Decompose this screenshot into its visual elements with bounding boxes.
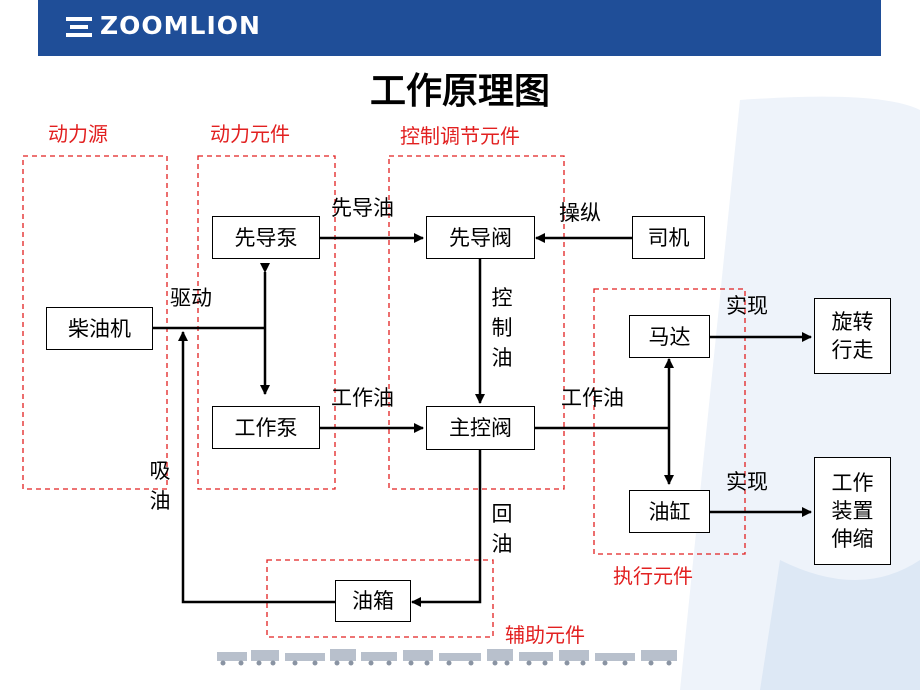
- group-label-power-components: 动力元件: [210, 122, 290, 146]
- node-main-valve: 主控阀: [426, 406, 535, 450]
- edge-label-realize-2: 实现: [726, 470, 768, 494]
- header-bar: ZOOMLION: [38, 0, 881, 56]
- group-actuator-components: [593, 288, 746, 555]
- group-power-source: [22, 155, 168, 490]
- group-label-actuator-components: 执行元件: [613, 564, 693, 588]
- return-oil-arrow: [411, 450, 482, 607]
- edge-label-pilot-oil: 先导油: [331, 196, 394, 220]
- edge-label-realize-1: 实现: [726, 294, 768, 318]
- edge-label-control-oil: 控 制 油: [491, 286, 513, 370]
- node-driver: 司机: [632, 216, 705, 259]
- brand-name: ZOOMLION: [100, 11, 261, 40]
- edge-label-suction-oil: 吸 油: [149, 459, 171, 513]
- node-work-device: 工作 装置 伸缩: [814, 457, 891, 565]
- edge-label-work-oil-1: 工作油: [331, 386, 394, 410]
- zoomlion-logo-icon: [66, 17, 92, 37]
- node-motor: 马达: [629, 315, 710, 358]
- node-pilot-valve: 先导阀: [426, 216, 535, 259]
- page-title: 工作原理图: [369, 71, 550, 112]
- group-auxiliary-components: [266, 559, 494, 638]
- node-oil-tank: 油箱: [335, 580, 411, 622]
- construction-vehicles-strip: [217, 649, 677, 666]
- node-work-pump: 工作泵: [212, 406, 320, 449]
- edge-label-operate: 操纵: [559, 201, 601, 225]
- node-cylinder: 油缸: [629, 490, 710, 533]
- group-control-components: [388, 155, 565, 490]
- group-borders: [22, 155, 746, 638]
- edge-label-work-oil-2: 工作油: [561, 386, 624, 410]
- node-pilot-pump: 先导泵: [212, 216, 320, 259]
- node-diesel-engine: 柴油机: [46, 307, 153, 350]
- group-label-power-source: 动力源: [48, 122, 108, 146]
- node-rotate-travel: 旋转 行走: [814, 298, 891, 374]
- edge-label-drive: 驱动: [170, 286, 212, 310]
- group-label-control-components: 控制调节元件: [400, 124, 520, 148]
- suction-oil-arrow: [178, 331, 335, 604]
- group-label-auxiliary-components: 辅助元件: [505, 623, 585, 647]
- edge-label-return-oil: 回 油: [491, 502, 513, 556]
